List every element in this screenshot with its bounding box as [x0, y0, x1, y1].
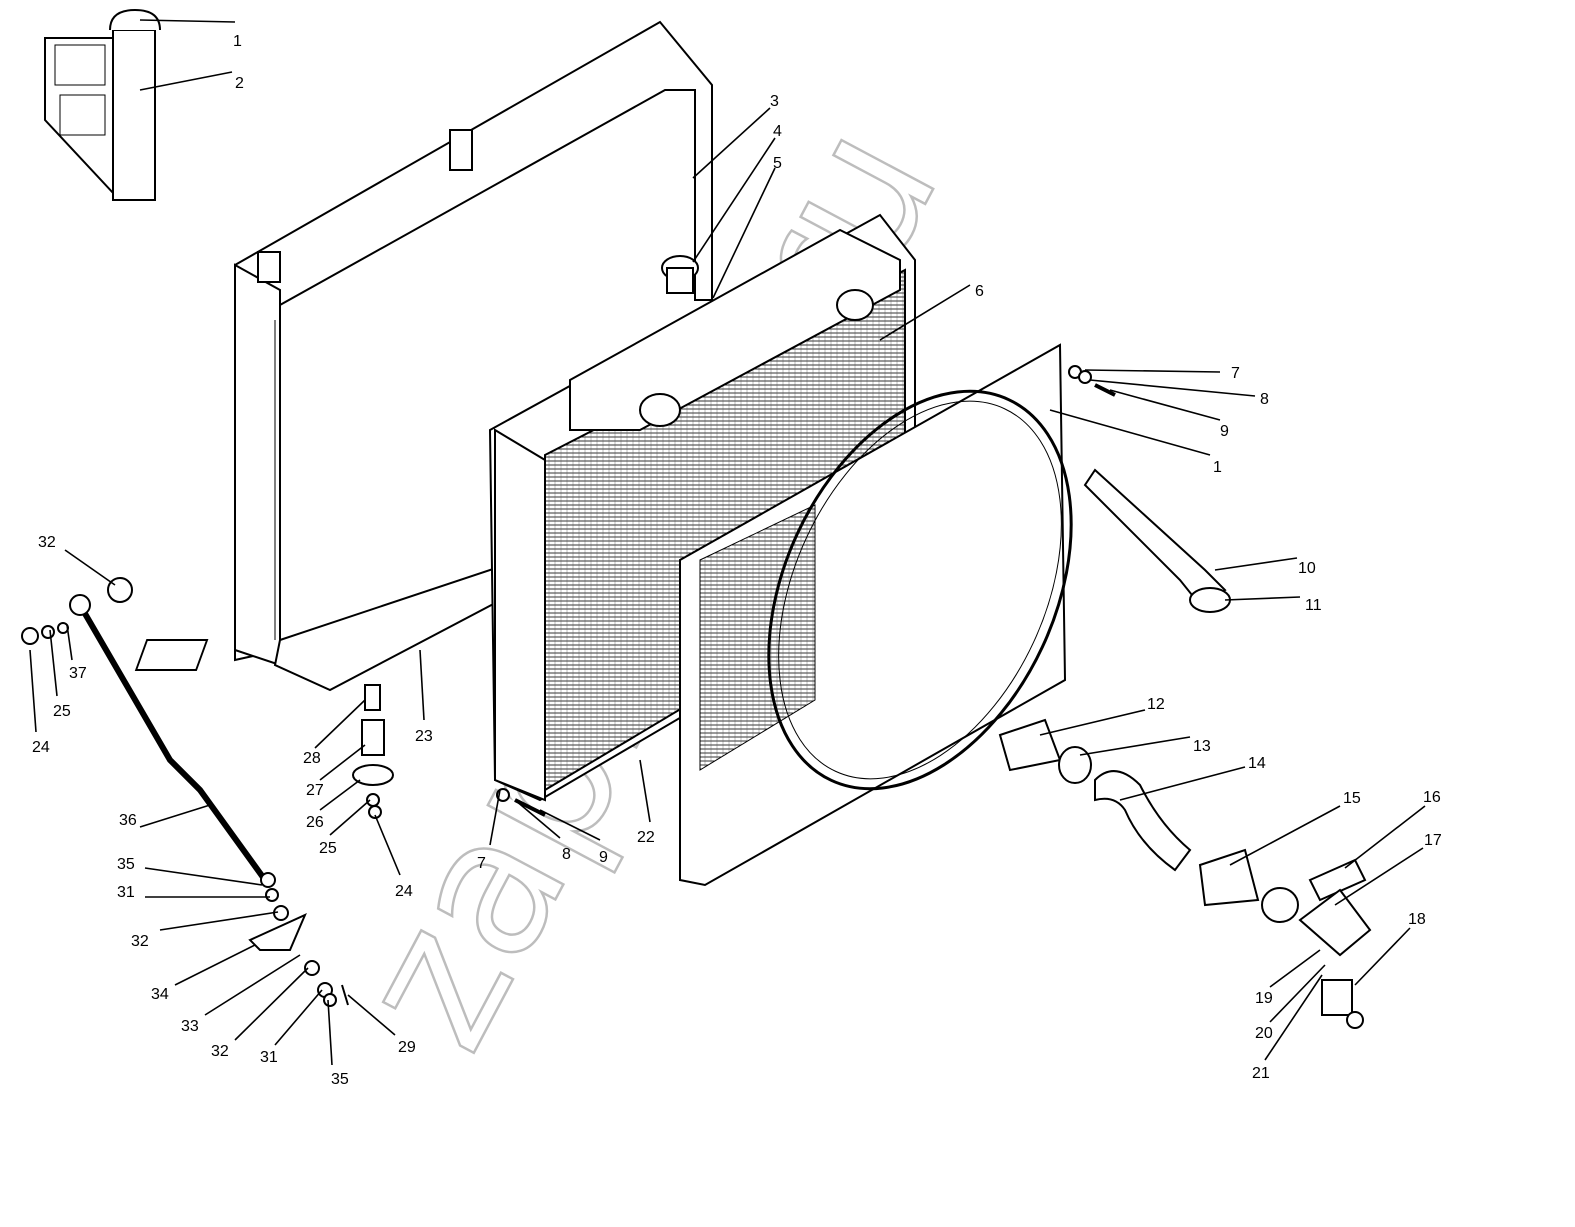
leader-line	[419, 649, 425, 721]
part-label-12: 12	[1147, 696, 1165, 713]
fan-shroud	[679, 343, 1073, 887]
mounting-frame	[134, 20, 713, 692]
part-label-24: 24	[395, 883, 413, 900]
part-label-32: 32	[211, 1043, 229, 1060]
leader-line	[204, 954, 301, 1016]
part-label-32: 32	[131, 933, 149, 950]
part-label-3: 3	[770, 93, 779, 110]
leader-line	[1229, 805, 1341, 866]
tie-rod	[21, 365, 1116, 1007]
leader-line	[139, 71, 233, 91]
leader-line	[319, 779, 361, 811]
leader-line	[144, 867, 263, 886]
part-label-25: 25	[319, 840, 337, 857]
part-label-29: 29	[398, 1039, 416, 1056]
leader-line	[1049, 409, 1211, 456]
part-label-2: 2	[235, 75, 244, 92]
part-label-31: 31	[117, 884, 135, 901]
leader-line	[1264, 974, 1323, 1061]
leader-line	[1089, 379, 1256, 397]
inset-bracket	[44, 8, 161, 201]
part-label-7: 7	[477, 855, 486, 872]
part-label-1: 1	[233, 33, 242, 50]
leader-line	[1354, 927, 1411, 986]
part-label-33: 33	[181, 1018, 199, 1035]
part-label-35: 35	[331, 1071, 349, 1088]
leader-line	[66, 624, 73, 661]
leader-line	[329, 799, 371, 836]
part-label-23: 23	[415, 728, 433, 745]
leader-line	[712, 167, 776, 299]
part-label-34: 34	[151, 986, 169, 1003]
part-label-18: 18	[1408, 911, 1426, 928]
part-label-16: 16	[1423, 789, 1441, 806]
part-label-1: 1	[1213, 459, 1222, 476]
leader-line	[1334, 847, 1424, 906]
part-label-22: 22	[637, 829, 655, 846]
part-label-4: 4	[773, 123, 782, 140]
leader-line	[327, 999, 333, 1066]
part-label-21: 21	[1252, 1065, 1270, 1082]
leader-line	[139, 19, 236, 23]
part-label-25: 25	[53, 703, 71, 720]
part-label-9: 9	[599, 849, 608, 866]
part-label-24: 24	[32, 739, 50, 756]
part-label-17: 17	[1424, 832, 1442, 849]
part-label-31: 31	[260, 1049, 278, 1066]
radiator	[488, 213, 916, 802]
part-label-13: 13	[1193, 738, 1211, 755]
leader-line	[274, 989, 323, 1046]
leader-line	[879, 284, 971, 341]
part-label-8: 8	[562, 846, 571, 863]
leader-line	[1214, 557, 1298, 571]
part-label-14: 14	[1248, 755, 1266, 772]
part-label-27: 27	[306, 782, 324, 799]
leader-line	[139, 804, 211, 828]
leader-line	[1119, 766, 1246, 801]
leader-line	[1039, 709, 1146, 736]
leader-line	[159, 911, 279, 931]
part-label-36: 36	[119, 812, 137, 829]
leader-line	[29, 649, 37, 733]
leader-line	[1084, 369, 1221, 373]
leader-line	[639, 759, 651, 823]
part-label-8: 8	[1260, 391, 1269, 408]
part-label-11: 11	[1305, 597, 1322, 614]
part-label-15: 15	[1343, 790, 1361, 807]
part-label-19: 19	[1255, 990, 1273, 1007]
leader-line	[374, 814, 401, 876]
part-label-35: 35	[117, 856, 135, 873]
part-label-7: 7	[1231, 365, 1240, 382]
part-label-28: 28	[303, 750, 321, 767]
leader-line	[314, 699, 366, 749]
leader-line	[174, 944, 256, 986]
part-label-6: 6	[975, 283, 984, 300]
part-label-20: 20	[1255, 1025, 1273, 1042]
leader-line	[1109, 389, 1221, 421]
leader-line	[234, 967, 309, 1041]
leader-line	[692, 137, 776, 263]
part-label-32: 32	[38, 534, 56, 551]
part-label-37: 37	[69, 665, 87, 682]
hoses	[998, 468, 1372, 1029]
part-label-9: 9	[1220, 423, 1229, 440]
leader-line	[1224, 596, 1301, 601]
leader-line	[1344, 805, 1426, 869]
leader-line	[1269, 949, 1321, 988]
leader-line	[64, 549, 116, 586]
leader-line	[489, 789, 501, 846]
leader-line	[539, 809, 601, 841]
leader-line	[692, 107, 771, 179]
part-label-10: 10	[1298, 560, 1316, 577]
part-label-5: 5	[773, 155, 782, 172]
leader-line	[1269, 964, 1326, 1023]
leader-line	[1079, 736, 1191, 756]
leader-line	[347, 994, 396, 1036]
leader-line	[514, 799, 561, 839]
leader-line	[319, 744, 366, 781]
leader-line	[49, 629, 58, 697]
part-label-26: 26	[306, 814, 324, 831]
